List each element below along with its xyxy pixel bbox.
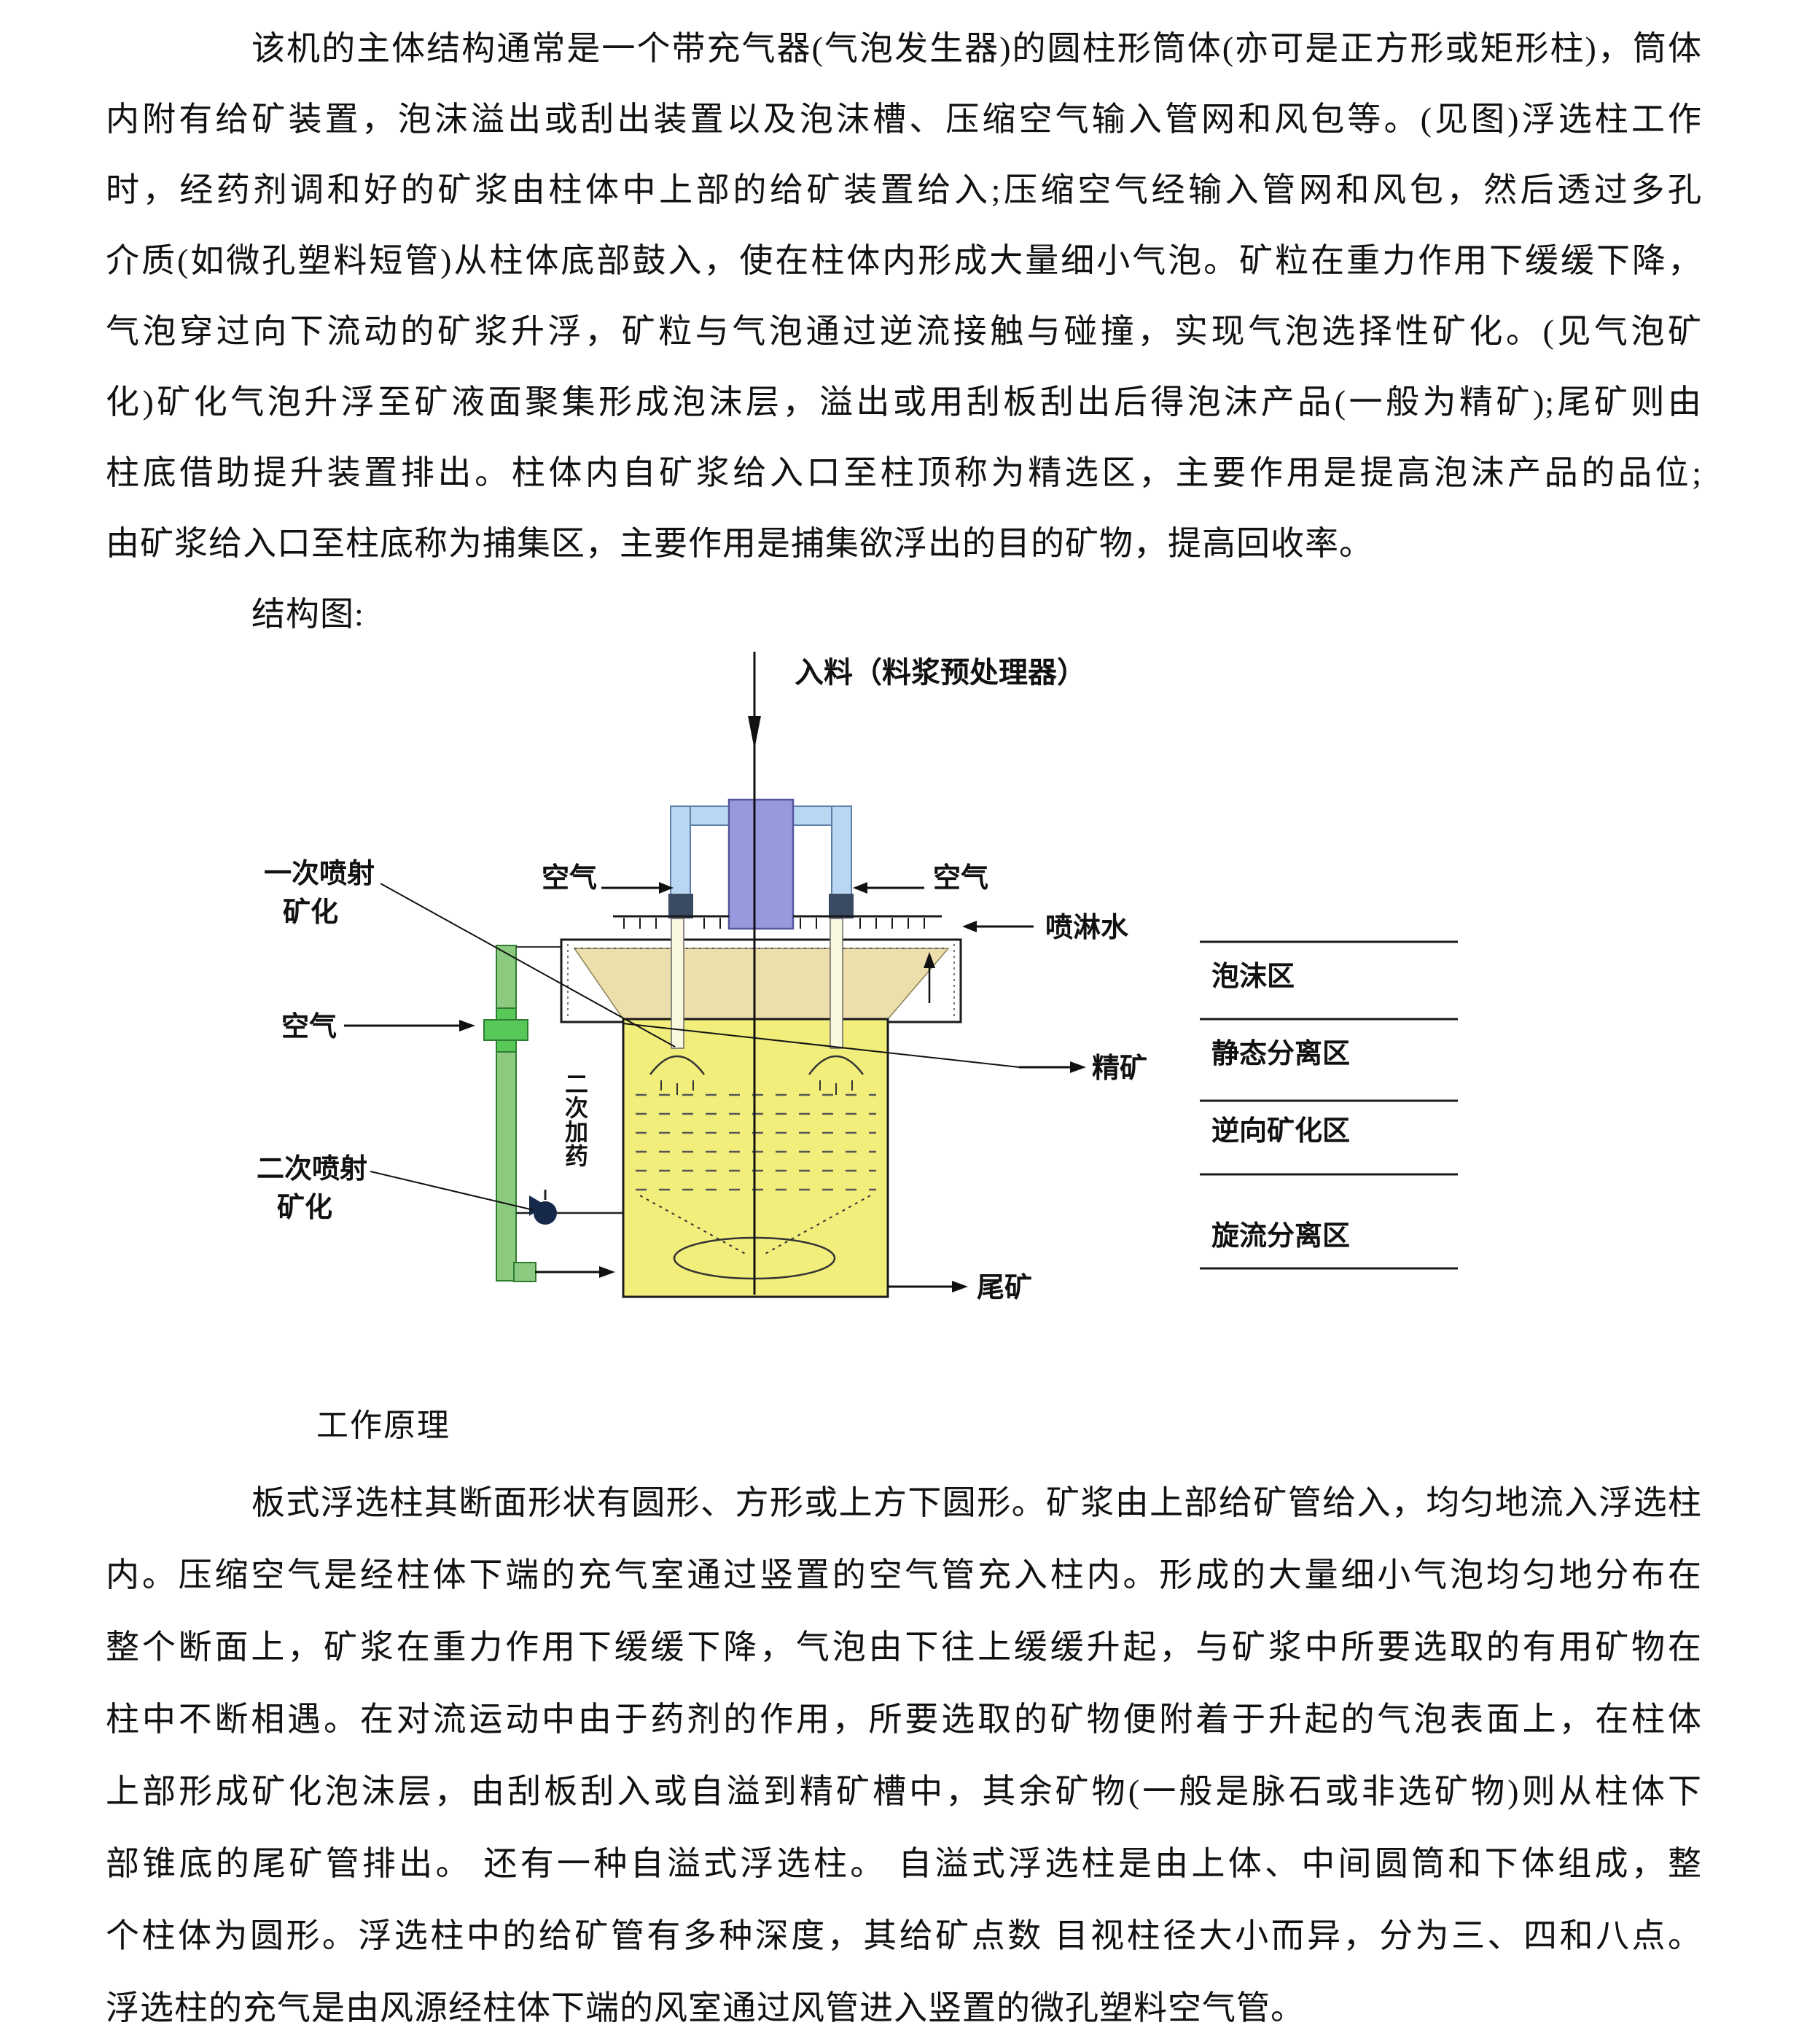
- liquid-dashes: [636, 1093, 876, 1191]
- dosing-pump: [516, 1190, 623, 1225]
- paragraph-line: 柱底借助提升装置排出。柱体内自矿浆给入口至柱顶称为精选区，主要作用是提高泡沫产品…: [106, 454, 1702, 491]
- label-air-mid-left: 空气: [281, 1012, 337, 1042]
- structure-diagram-label: 结构图:: [251, 596, 364, 633]
- paragraph-line: 个柱体为圆形。浮选柱中的给矿管有多种深度，其给矿点数 目视柱径大小而异，分为三、…: [106, 1917, 1702, 1954]
- paragraph-line: 板式浮选柱其断面形状有圆形、方形或上方下圆形。矿浆由上部给矿管给入，均匀地流入浮…: [251, 1484, 1702, 1521]
- paragraph-line: 部锥底的尾矿管排出。 还有一种自溢式浮选柱。 自溢式浮选柱是由上体、中间圆筒和下…: [106, 1845, 1702, 1882]
- intro-paragraph: 该机的主体结构通常是一个带充气器(气泡发生器)的圆柱形筒体(亦可是正方形或矩形柱…: [106, 13, 1702, 650]
- flotation-column-diagram: 入料（料浆预处理器） 空气 空气 喷淋水 一次喷射 矿化 空气 精矿 二次喷射 …: [219, 634, 1494, 1327]
- paragraph-line: 介质(如微孔塑料短管)从柱体底部鼓入，使在柱体内形成大量细小气泡。矿粒在重力作用…: [106, 242, 1702, 279]
- label-zone-cyclone-separation: 旋流分离区: [1211, 1221, 1350, 1252]
- label-feed: 入料（料浆预处理器）: [795, 657, 1086, 689]
- feed-distributor: [668, 798, 854, 930]
- label-zone-froth: 泡沫区: [1211, 961, 1295, 992]
- label-zone-static-separation: 静态分离区: [1211, 1039, 1350, 1069]
- spray-bar: [613, 915, 942, 929]
- label-concentrate: 精矿: [1092, 1053, 1147, 1084]
- diagram-labels: 入料（料浆预处理器） 空气 空气 喷淋水 一次喷射 矿化 空气 精矿 二次喷射 …: [257, 657, 1350, 1303]
- label-secondary-jet-1: 二次喷射: [257, 1154, 367, 1185]
- paragraph-line: 上部形成矿化泡沫层，由刮板刮入或自溢到精矿槽中，其余矿物(一般是脉石或非选矿物)…: [106, 1773, 1702, 1810]
- feed-arrow-down: [748, 716, 761, 749]
- feed-funnel: [573, 948, 950, 1020]
- air-riser-pipe: [483, 945, 561, 1282]
- secondary-jet-pointer: [370, 1171, 534, 1211]
- label-air-top-left: 空气: [542, 863, 597, 894]
- feed-line: [748, 652, 761, 1295]
- paragraph-line: 整个断面上，矿浆在重力作用下缓缓下降，气泡由下往上缓缓升起，与矿浆中所要选取的有…: [106, 1628, 1702, 1666]
- label-spray-water: 喷淋水: [1045, 913, 1129, 943]
- label-air-top-right: 空气: [933, 863, 988, 894]
- paragraph-line: 内。压缩空气是经柱体下端的充气室通过竖置的空气管充入柱内。形成的大量细小气泡均匀…: [106, 1556, 1702, 1594]
- primary-jet-pointer: [380, 883, 676, 1048]
- spray-head-left: [649, 1055, 706, 1075]
- air-connector-left: [668, 894, 693, 918]
- annotation-arrows: [344, 882, 1086, 1292]
- zone-table-lines: [1200, 940, 1458, 1270]
- air-connector-right: [829, 894, 854, 918]
- air-valve-cross: [483, 1019, 528, 1041]
- paragraph-line: 柱中不断相遇。在对流运动中由于药剂的作用，所要选取的矿物便附着于升起的气泡表面上…: [106, 1701, 1702, 1738]
- label-primary-jet-1: 一次喷射: [264, 859, 375, 889]
- label-primary-jet-2: 矿化: [283, 897, 338, 928]
- paragraph-line: 时，经药剂调和好的矿浆由柱体中上部的给矿装置给入;压缩空气经输入管网和风包，然后…: [106, 171, 1702, 208]
- paragraph-line: 内附有给矿装置，泡沫溢出或刮出装置以及泡沫槽、压缩空气输入管网和风包等。(见图)…: [106, 101, 1702, 138]
- feeder-box: [727, 798, 795, 930]
- label-tailings: 尾矿: [977, 1273, 1032, 1303]
- principle-heading: 工作原理: [316, 1408, 450, 1443]
- spray-head-right: [808, 1055, 865, 1075]
- paragraph-line: 气泡穿过向下流动的矿浆升浮，矿粒与气泡通过逆流接触与碰撞，实现气泡选择性矿化。(…: [106, 313, 1702, 350]
- body-paragraph: 板式浮选柱其断面形状有圆形、方形或上方下圆形。矿浆由上部给矿管给入，均匀地流入浮…: [106, 1467, 1702, 2044]
- paragraph-line: 由矿浆给入口至柱底称为捕集区，主要作用是捕集欲浮出的目的矿物，提高回收率。: [106, 525, 1373, 562]
- label-secondary-dosing: 二次加药: [562, 1072, 588, 1168]
- label-zone-counter-mineralization: 逆向矿化区: [1211, 1116, 1350, 1147]
- paragraph-line: 化)矿化气泡升浮至矿液面聚集形成泡沫层，溢出或用刮板刮出后得泡沫产品(一般为精矿…: [106, 383, 1702, 421]
- internal-feed-pipes: [649, 918, 865, 1095]
- diagram-canvas: 入料（料浆预处理器） 空气 空气 喷淋水 一次喷射 矿化 空气 精矿 二次喷射 …: [257, 652, 1458, 1303]
- label-secondary-jet-2: 矿化: [277, 1193, 332, 1223]
- paragraph-line: 该机的主体结构通常是一个带充气器(气泡发生器)的圆柱形筒体(亦可是正方形或矩形柱…: [251, 30, 1702, 67]
- paragraph-line: 浮选柱的充气是由风源经柱体下端的风室通过风管进入竖置的微孔塑料空气管。: [106, 1989, 1305, 2027]
- concentrate-overflow-line: [623, 1023, 1020, 1068]
